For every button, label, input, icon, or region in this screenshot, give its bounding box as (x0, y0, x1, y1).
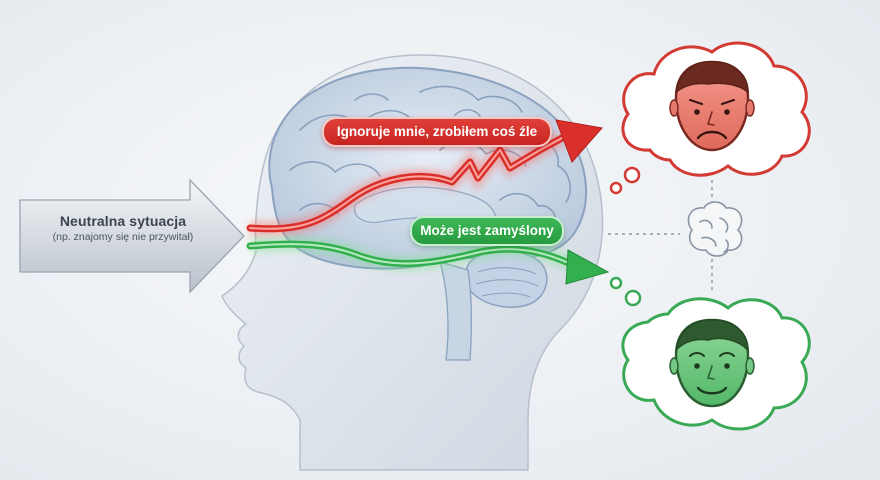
negative-arrowhead (555, 119, 603, 163)
smiling-face-icon (669, 318, 755, 408)
positive-interpretation-label: Może jest zamyślony (410, 216, 564, 246)
positive-thought-bubble (609, 276, 811, 431)
negative-thought-bubble (609, 41, 811, 195)
positive-arrowhead (565, 249, 610, 285)
positive-path (246, 237, 610, 285)
input-arrow (19, 178, 245, 294)
brain-icon (687, 201, 743, 257)
sad-face-icon (669, 60, 755, 152)
negative-path (246, 119, 603, 236)
negative-interpretation-label: Ignoruje mnie, zrobiłem coś źle (322, 117, 552, 147)
